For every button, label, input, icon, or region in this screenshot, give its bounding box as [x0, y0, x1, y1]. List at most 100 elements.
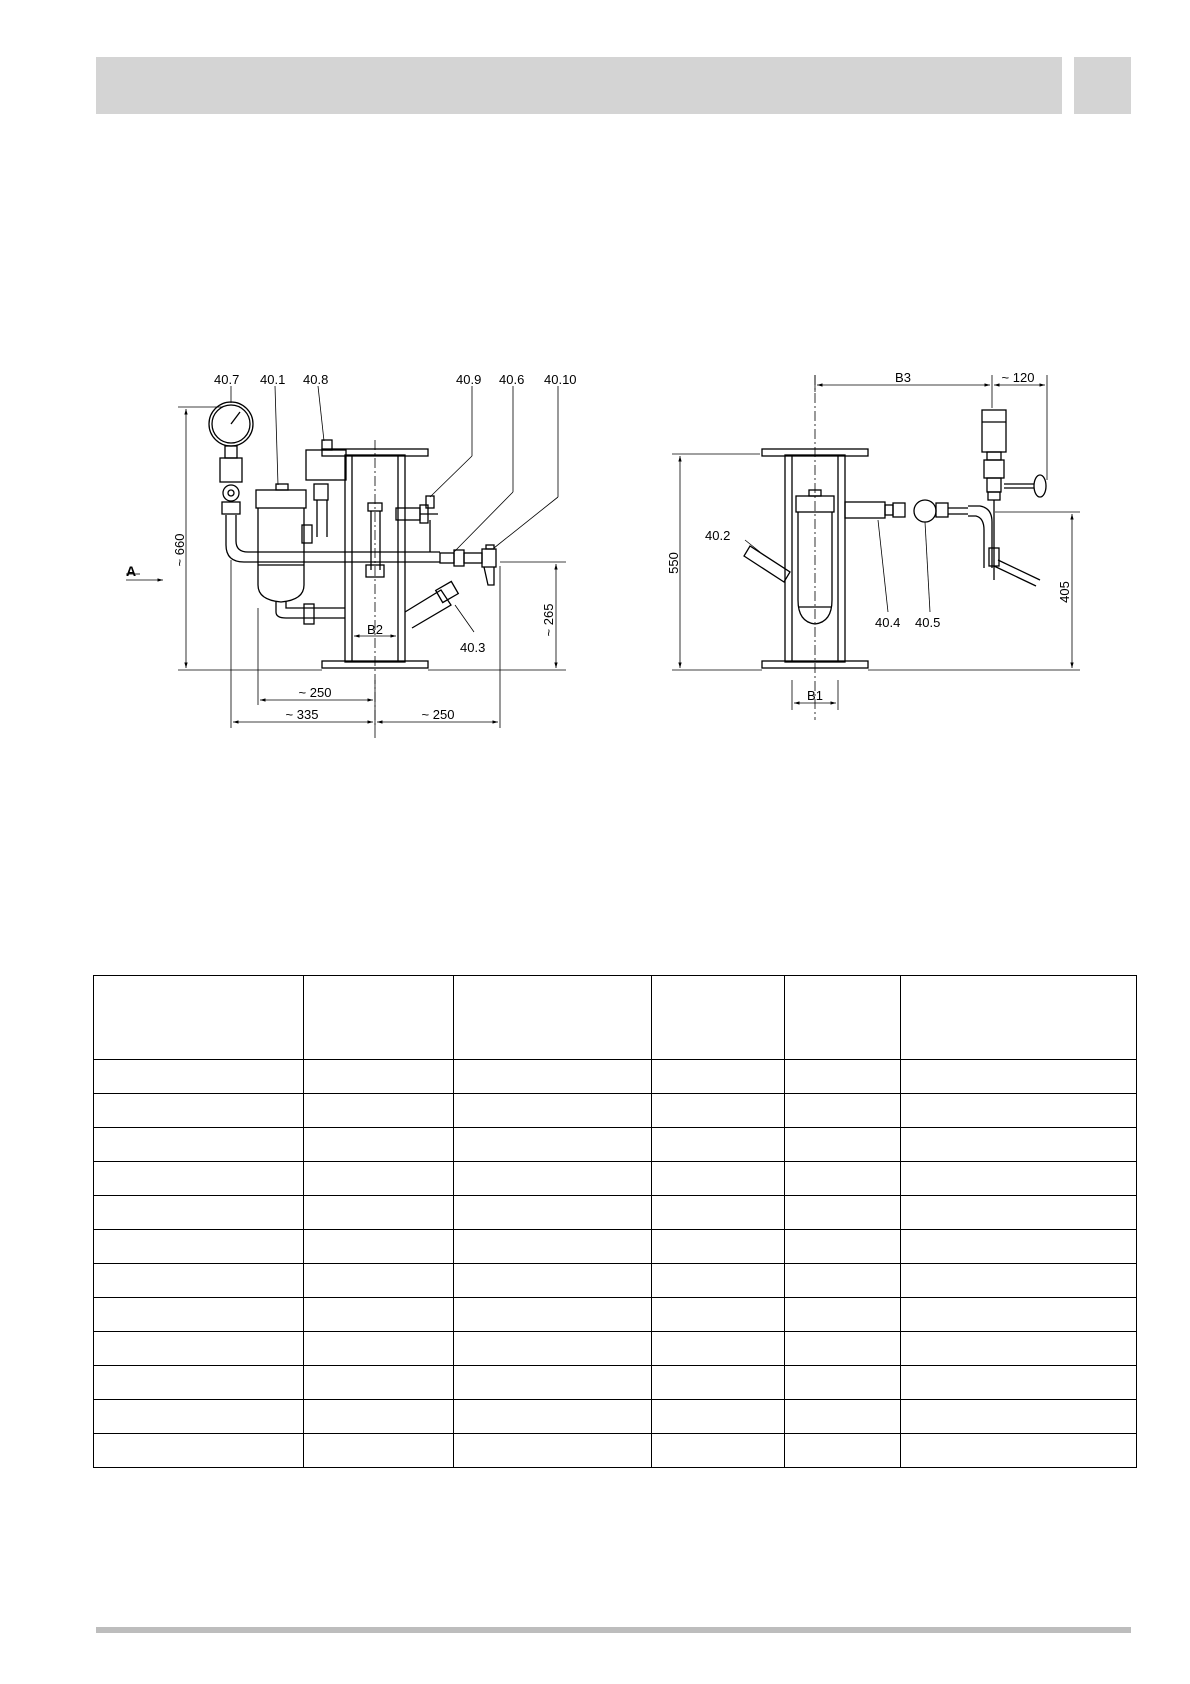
header-cell — [453, 975, 652, 1060]
table-cell — [93, 1093, 304, 1128]
table-cell — [303, 1093, 454, 1128]
table-cell — [651, 1161, 785, 1196]
label-40-4: 40.4 — [875, 615, 900, 630]
table-cell — [651, 1195, 785, 1230]
table-row — [93, 1229, 1137, 1264]
header-cell — [303, 975, 454, 1060]
table-cell — [651, 1127, 785, 1162]
table-cell — [303, 1331, 454, 1366]
table-cell — [453, 1399, 652, 1434]
technical-drawing: 40.7 40.1 40.8 40.9 40.6 40.10 40.3 A ~ … — [126, 370, 1080, 740]
table-header-row — [93, 975, 1137, 1060]
table-cell — [93, 1433, 304, 1468]
table-cell — [651, 1263, 785, 1298]
right-dimensions — [672, 375, 1080, 710]
table-cell — [453, 1297, 652, 1332]
table-cell — [784, 1229, 901, 1264]
table-row — [93, 1059, 1137, 1094]
header-cell — [784, 975, 901, 1060]
header-page-box — [1074, 57, 1131, 114]
dim-405: 405 — [1057, 581, 1072, 603]
table-cell — [453, 1195, 652, 1230]
table-cell — [784, 1059, 901, 1094]
table-cell — [93, 1297, 304, 1332]
table-cell — [93, 1229, 304, 1264]
table-cell — [93, 1195, 304, 1230]
header-bar — [96, 57, 1062, 114]
table-row — [93, 1127, 1137, 1162]
dim-b3: B3 — [895, 370, 911, 385]
table-cell — [900, 1433, 1137, 1468]
header-cell — [93, 975, 304, 1060]
table-cell — [651, 1365, 785, 1400]
table-cell — [93, 1263, 304, 1298]
table-row — [93, 1399, 1137, 1434]
table-cell — [93, 1365, 304, 1400]
dim-660: ~ 660 — [172, 534, 187, 567]
spec-table — [93, 975, 1137, 1468]
table-cell — [453, 1059, 652, 1094]
table-cell — [453, 1161, 652, 1196]
right-leaders — [744, 519, 931, 613]
header-cell — [651, 975, 785, 1060]
table-cell — [900, 1331, 1137, 1366]
footer-rule — [96, 1627, 1131, 1633]
table-cell — [453, 1331, 652, 1366]
table-cell — [651, 1093, 785, 1128]
table-cell — [303, 1229, 454, 1264]
table-cell — [453, 1263, 652, 1298]
left-dimensions — [126, 406, 566, 728]
label-view-a: A — [126, 563, 136, 579]
table-cell — [303, 1161, 454, 1196]
header-cell — [900, 975, 1137, 1060]
label-40-7: 40.7 — [214, 372, 239, 387]
table-cell — [784, 1195, 901, 1230]
label-40-3: 40.3 — [460, 640, 485, 655]
table-cell — [303, 1433, 454, 1468]
table-row — [93, 1195, 1137, 1230]
table-cell — [784, 1263, 901, 1298]
table-cell — [784, 1161, 901, 1196]
dim-b1: B1 — [807, 688, 823, 703]
table-cell — [303, 1365, 454, 1400]
table-cell — [303, 1263, 454, 1298]
table-cell — [900, 1093, 1137, 1128]
table-cell — [303, 1297, 454, 1332]
table-cell — [784, 1331, 901, 1366]
table-cell — [900, 1127, 1137, 1162]
table-row — [93, 1297, 1137, 1332]
right-view — [743, 375, 1047, 720]
dim-335: ~ 335 — [286, 707, 319, 722]
table-cell — [93, 1127, 304, 1162]
table-cell — [453, 1093, 652, 1128]
table-cell — [784, 1127, 901, 1162]
table-cell — [900, 1297, 1137, 1332]
table-cell — [900, 1399, 1137, 1434]
label-40-6: 40.6 — [499, 372, 524, 387]
label-40-9: 40.9 — [456, 372, 481, 387]
table-cell — [651, 1297, 785, 1332]
table-cell — [900, 1263, 1137, 1298]
table-cell — [651, 1059, 785, 1094]
dim-120: ~ 120 — [1002, 370, 1035, 385]
table-cell — [784, 1297, 901, 1332]
table-cell — [651, 1399, 785, 1434]
table-cell — [453, 1433, 652, 1468]
dim-b2: B2 — [367, 622, 383, 637]
table-cell — [784, 1093, 901, 1128]
table-cell — [93, 1161, 304, 1196]
table-row — [93, 1433, 1137, 1468]
label-40-10: 40.10 — [544, 372, 577, 387]
table-row — [93, 1365, 1137, 1400]
table-row — [93, 1263, 1137, 1298]
table-cell — [303, 1195, 454, 1230]
dim-250-b: ~ 250 — [422, 707, 455, 722]
table-cell — [900, 1229, 1137, 1264]
table-cell — [651, 1229, 785, 1264]
table-cell — [303, 1059, 454, 1094]
table-cell — [784, 1433, 901, 1468]
table-cell — [784, 1365, 901, 1400]
table-cell — [900, 1195, 1137, 1230]
table-cell — [453, 1127, 652, 1162]
dim-250-a: ~ 250 — [299, 685, 332, 700]
